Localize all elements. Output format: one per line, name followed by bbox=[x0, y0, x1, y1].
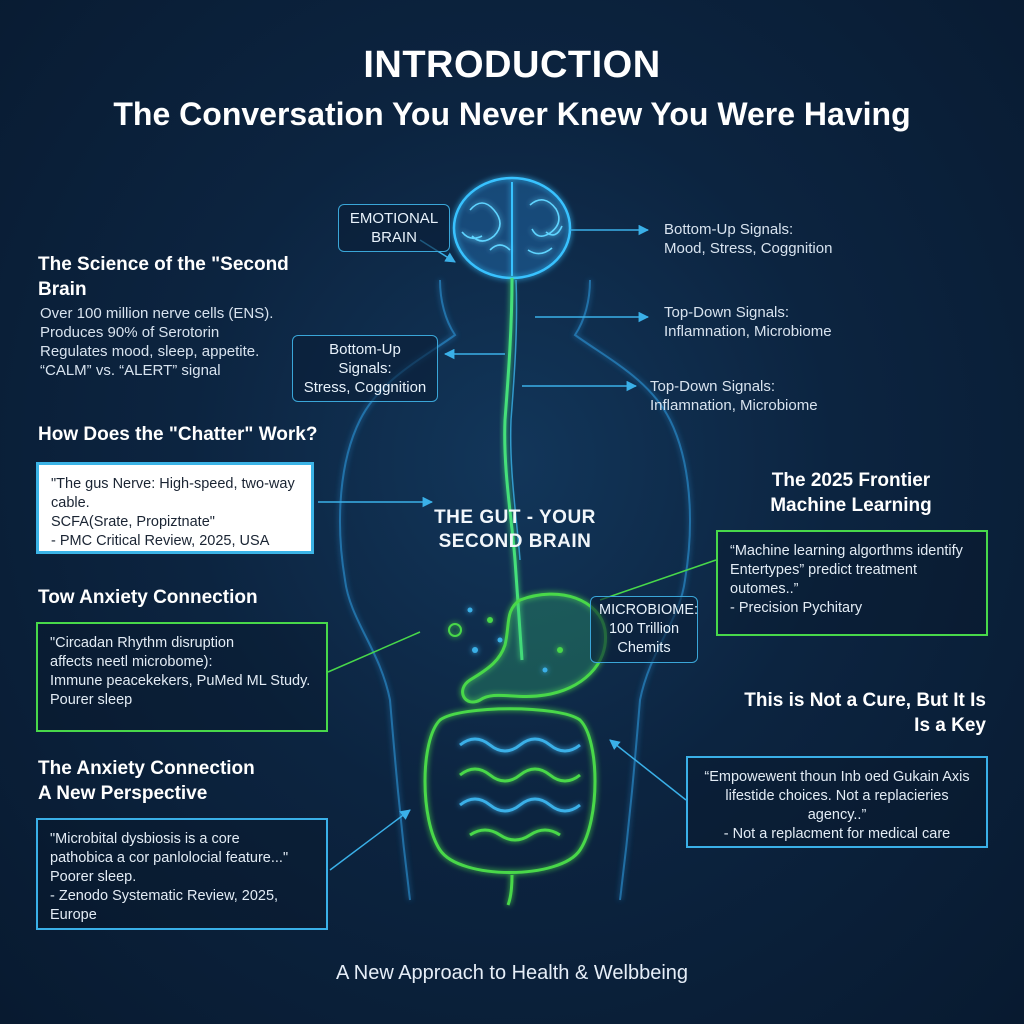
emotional-brain-label: EMOTIONAL BRAIN bbox=[338, 204, 450, 252]
page-title: INTRODUCTION bbox=[363, 44, 661, 86]
arrow-anxiety bbox=[329, 809, 411, 871]
chatter-heading: How Does the "Chatter" Work? bbox=[38, 424, 318, 445]
stomach-icon bbox=[461, 592, 608, 704]
key-heading: This is Not a Cure, But It Is Is a Key bbox=[744, 690, 986, 736]
microbiome-label: MICROBIOME: 100 Trillion Chemits bbox=[590, 596, 698, 663]
arrow-key bbox=[609, 739, 687, 801]
arrow-tow-anxiety bbox=[327, 631, 421, 673]
signal-top-down-right-1: Top-Down Signals: Inflamnation, Microbio… bbox=[664, 304, 832, 340]
intestines-icon bbox=[423, 707, 597, 906]
chatter-quote-box: "The gus Nerve: High-speed, two-way cabl… bbox=[36, 462, 314, 554]
anxiety-quote-box: "Microbital dysbiosis is a core pathobic… bbox=[36, 818, 328, 930]
tow-anxiety-heading: Tow Anxiety Connection bbox=[38, 587, 258, 608]
tow-anxiety-box: "Circadan Rhythm disruption affects neet… bbox=[36, 622, 328, 732]
science-facts: Over 100 million nerve cells (ENS). Prod… bbox=[40, 305, 274, 379]
signal-top-down-right-2: Top-Down Signals: Inflamnation, Microbio… bbox=[650, 378, 818, 414]
gut-label: THE GUT - YOUR SECOND BRAIN bbox=[434, 507, 596, 552]
anxiety-heading: The Anxiety Connection A New Perspective bbox=[38, 758, 255, 804]
signal-bottom-up-left: Bottom-Up Signals: Stress, Coggnition bbox=[292, 335, 438, 402]
microbe-particles bbox=[448, 607, 563, 673]
footer-tagline: A New Approach to Health & Welbbeing bbox=[335, 962, 689, 984]
signal-bottom-up-right: Bottom-Up Signals: Mood, Stress, Coggnit… bbox=[664, 221, 833, 257]
key-quote-box: “Empowewent thoun Inb oed Gukain Axis li… bbox=[686, 756, 988, 848]
frontier-quote-box: “Machine learning algorthms identify Ent… bbox=[716, 530, 988, 636]
science-heading: The Science of the "Second Brain bbox=[38, 254, 289, 300]
brain-icon bbox=[452, 176, 572, 280]
frontier-heading: The 2025 Frontier Machine Learning bbox=[770, 470, 932, 516]
page-subtitle: The Conversation You Never Knew You Were… bbox=[113, 96, 911, 132]
body-silhouette bbox=[339, 279, 691, 901]
arrow-frontier bbox=[599, 559, 717, 601]
